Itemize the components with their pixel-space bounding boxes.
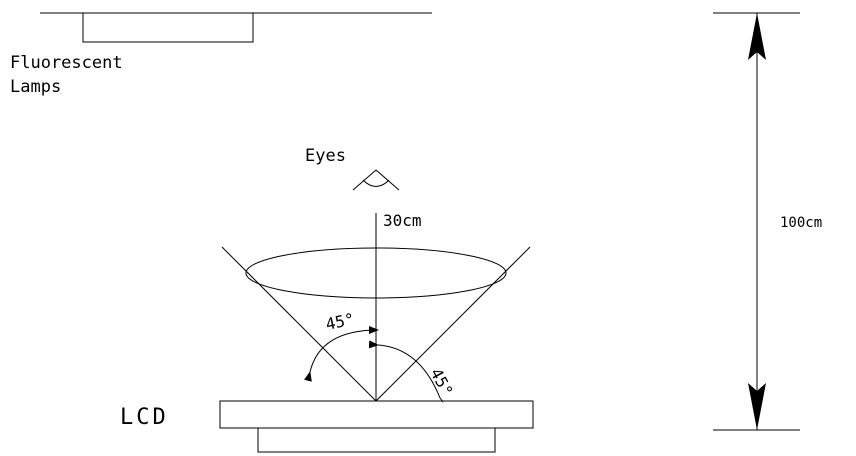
- lamps-label-line1: Fluorescent: [10, 53, 123, 73]
- lcd-stand: [257, 427, 496, 453]
- viewing-circle: [245, 247, 507, 299]
- height-label: 100cm: [780, 215, 822, 231]
- distance-label: 30cm: [383, 211, 422, 230]
- angle-arc-left: [304, 326, 379, 382]
- dimension-arrow-top: [748, 13, 766, 60]
- lcd-panel: [219, 400, 534, 429]
- angle-arc-right: [368, 340, 441, 399]
- angle-arc-left-tail: [307, 371, 311, 379]
- eye-icon: [352, 169, 400, 191]
- eyes-label: Eyes: [305, 146, 346, 166]
- angle-label-left: 45°: [324, 309, 356, 334]
- lcd-label: LCD: [120, 405, 169, 430]
- lamps-label-line2: Lamps: [10, 77, 61, 97]
- dimension-arrow-bottom: [748, 383, 766, 430]
- cone-right-line: [375, 246, 531, 402]
- angle-label-right: 45°: [426, 365, 456, 399]
- fluorescent-lamp: [82, 12, 254, 43]
